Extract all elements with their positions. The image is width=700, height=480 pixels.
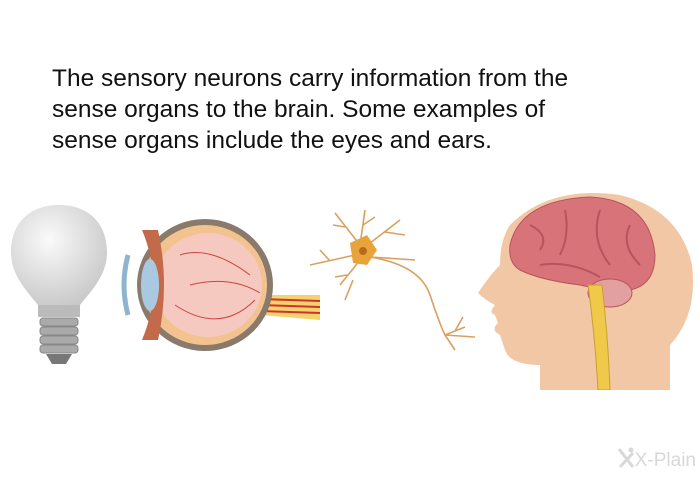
logo-text: X-Plain: [634, 450, 696, 471]
x-plain-figure-icon: [617, 447, 634, 469]
caption-line: sense organs include the eyes and ears.: [52, 127, 492, 154]
light-bulb-illustration: [11, 205, 107, 364]
neuron-illustration: [309, 209, 476, 351]
caption-text: The sensory neurons carry information fr…: [52, 63, 652, 156]
caption-line: sense organs to the brain. Some examples…: [52, 96, 546, 123]
caption-line: The sensory neurons carry information fr…: [52, 65, 569, 92]
eye-cross-section-illustration: [121, 219, 320, 351]
x-plain-logo: X-Plain: [617, 447, 696, 472]
head-brain-illustration: [478, 193, 694, 390]
